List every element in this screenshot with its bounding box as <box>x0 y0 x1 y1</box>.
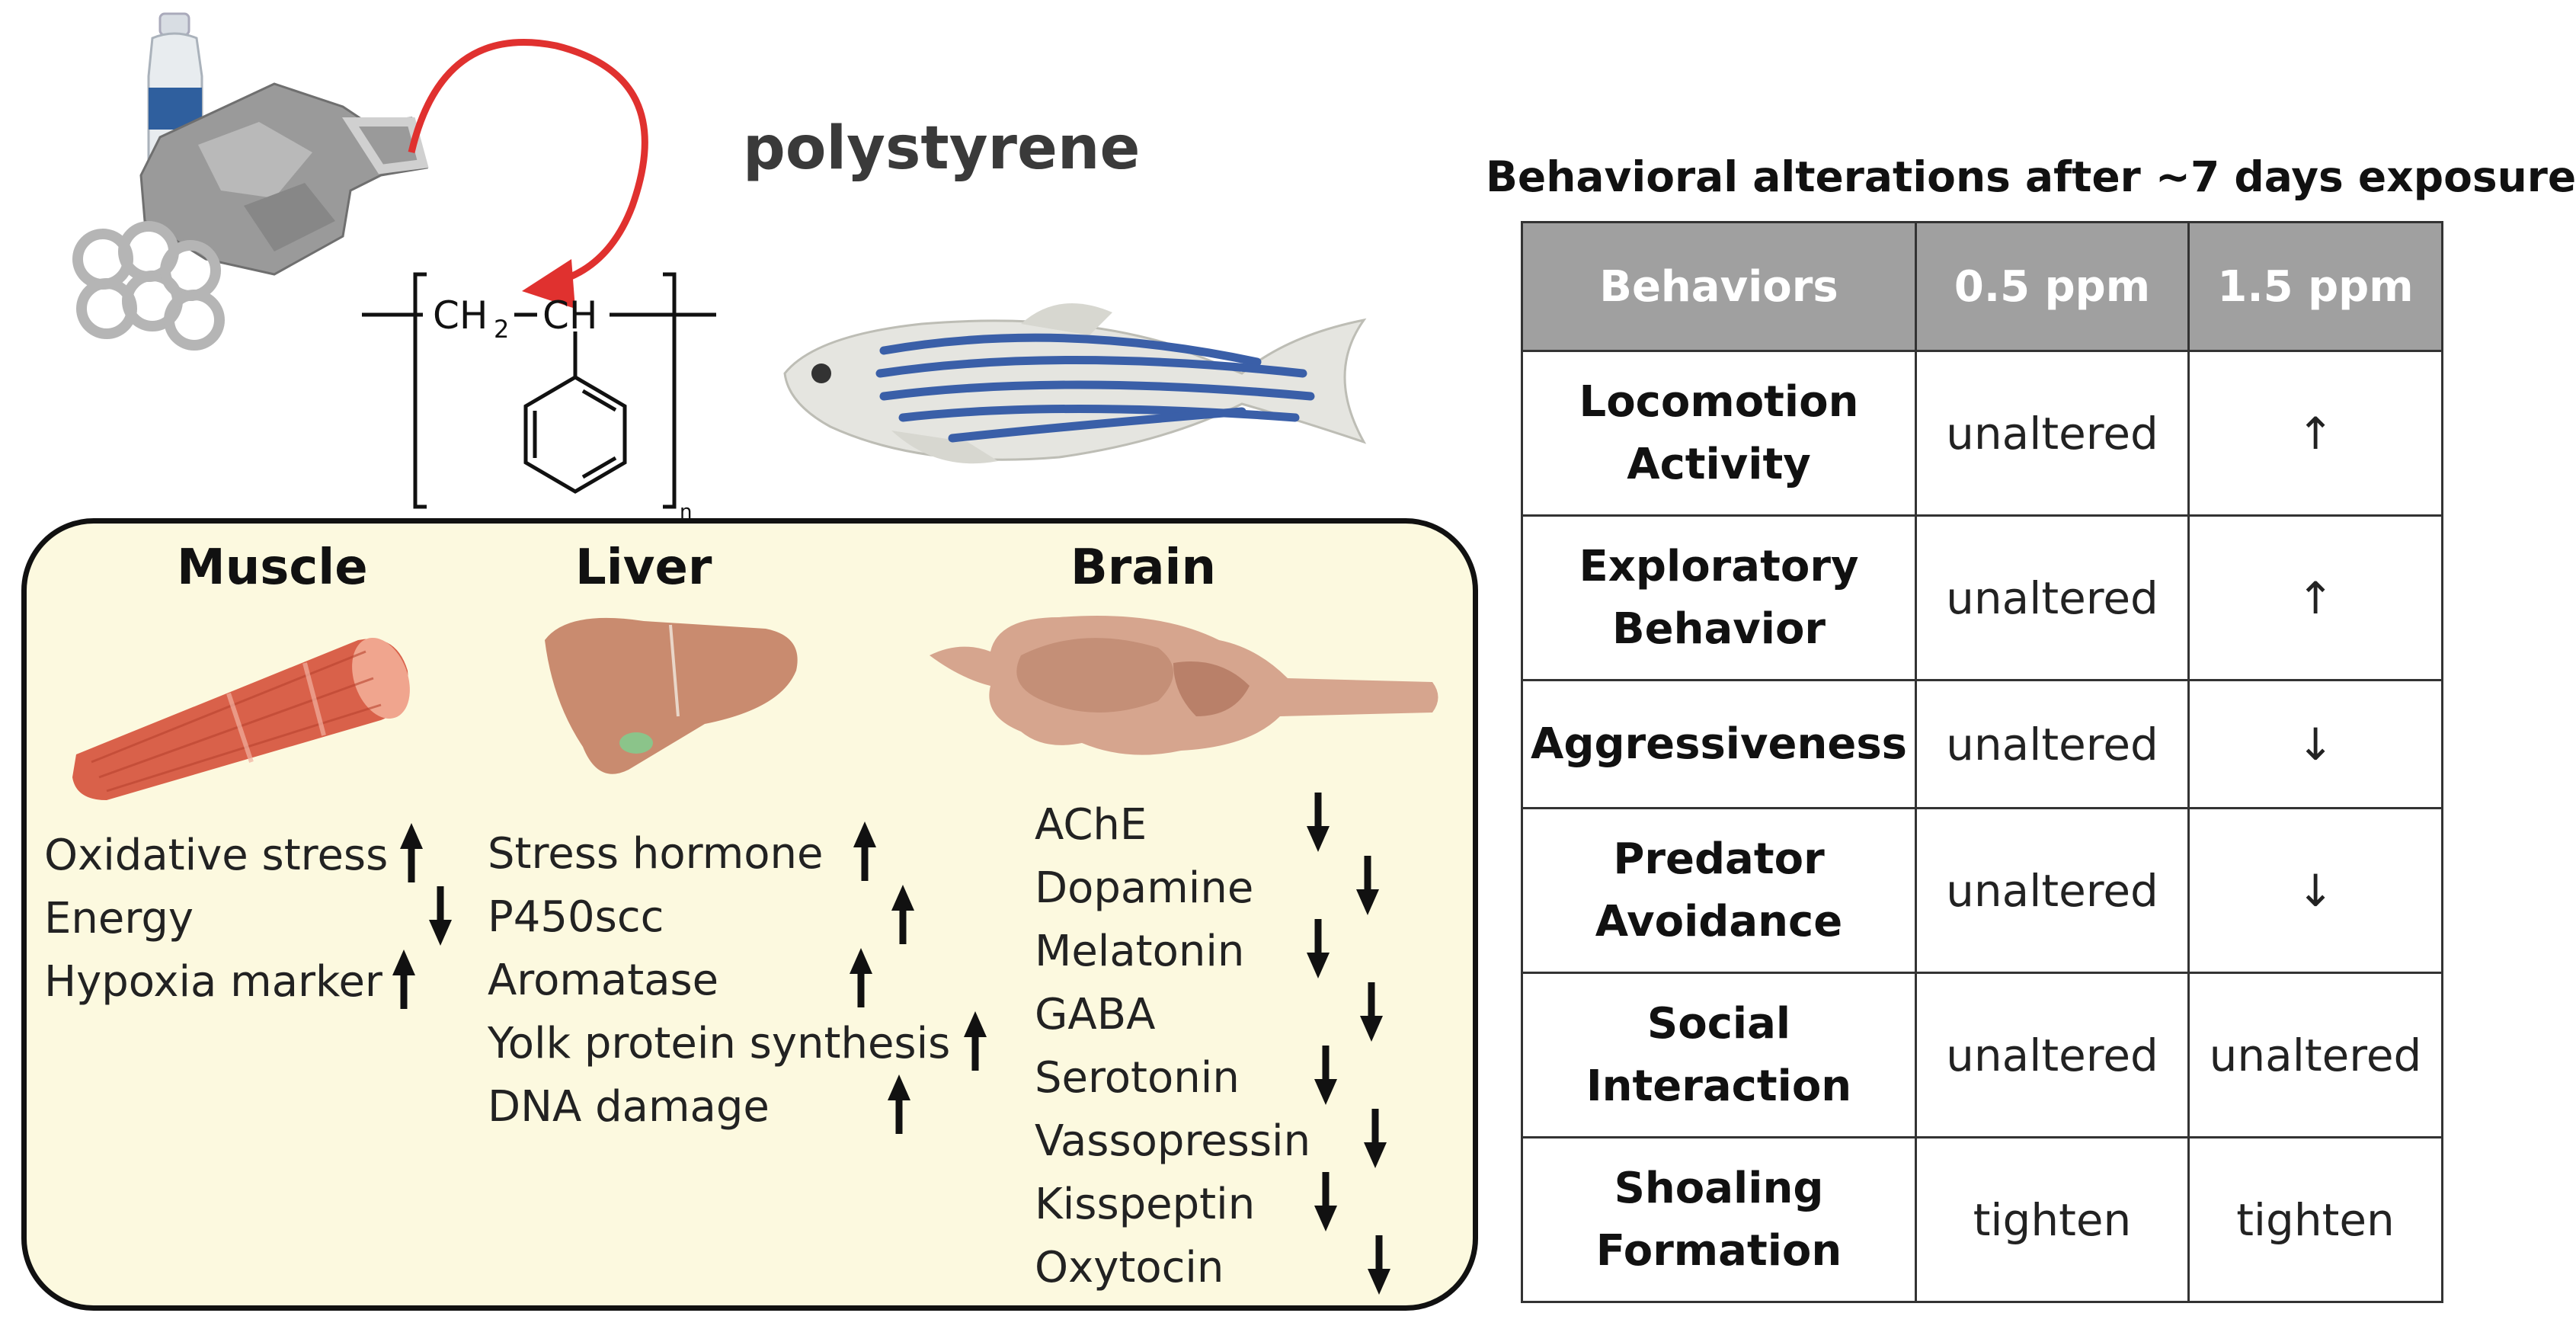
value-1-5-ppm: tighten <box>2187 1136 2443 1303</box>
value-0-5-ppm: unaltered <box>1915 679 2190 809</box>
marker-serotonin: Serotonin <box>1035 1053 1240 1103</box>
value-0-5-ppm: unaltered <box>1915 514 2190 681</box>
table-row: Aggressiveness unaltered ↓ <box>1521 679 2443 809</box>
six-pack-rings-icon <box>72 221 225 351</box>
marker-hypoxia: Hypoxia marker <box>44 957 382 1007</box>
marker-yolk-protein: Yolk protein synthesis <box>488 1019 951 1068</box>
behavior-line2: Avoidance <box>1595 896 1843 946</box>
header-behaviors: Behaviors <box>1521 221 1917 352</box>
behavior-line1: Locomotion <box>1579 377 1859 428</box>
header-1-5-ppm: 1.5 ppm <box>2187 221 2443 352</box>
zebrafish-illustration <box>783 303 1367 464</box>
arrow-down-icon <box>1360 982 1383 1042</box>
behavior-line1: Exploratory <box>1579 542 1859 592</box>
marker-stress-hormone: Stress hormone <box>488 829 824 879</box>
marker-melatonin: Melatonin <box>1035 927 1245 976</box>
marker-kisspeptin: Kisspeptin <box>1035 1180 1256 1229</box>
marker-oxidative-stress: Oxidative stress <box>44 831 389 880</box>
marker-oxytocin: Oxytocin <box>1035 1243 1224 1292</box>
polystyrene-structure: CH 2 CH n <box>362 272 716 524</box>
value-0-5-ppm: unaltered <box>1915 350 2190 517</box>
behavior-line2: Activity <box>1627 439 1811 489</box>
plastic-waste-illustration <box>72 12 429 351</box>
behavior-line2: Formation <box>1595 1225 1842 1276</box>
arrow-up-icon <box>964 1011 987 1071</box>
arrow-up-icon <box>850 948 872 1007</box>
value-0-5-ppm: tighten <box>1915 1136 2190 1303</box>
arrow-down-icon <box>429 886 452 946</box>
behavior-cell: Aggressiveness <box>1521 679 1917 809</box>
value-1-5-ppm: ↑ <box>2187 350 2443 517</box>
polymer-label: polystyrene <box>743 114 1141 183</box>
arrow-down-icon <box>1356 856 1379 915</box>
ch2-group: CH <box>433 293 488 338</box>
arrow-down-icon <box>1314 1046 1337 1105</box>
behavior-line1: Shoaling <box>1614 1164 1824 1214</box>
value-0-5-ppm: unaltered <box>1915 972 2190 1138</box>
behavior-line1: Social <box>1646 999 1791 1049</box>
value-0-5-ppm: unaltered <box>1915 807 2190 974</box>
arrow-down-icon <box>1364 1109 1387 1168</box>
value-1-5-ppm: ↓ <box>2187 679 2443 809</box>
conversion-arrow-icon <box>408 39 648 309</box>
brain-illustration <box>930 616 1438 755</box>
marker-p450scc: P450scc <box>488 892 664 942</box>
repeat-unit-n: n <box>680 501 692 524</box>
table-title: Behavioral alterations after ~7 days exp… <box>1486 152 2576 201</box>
muscle-title: Muscle <box>177 540 368 596</box>
marker-vassopressin: Vassopressin <box>1035 1116 1311 1166</box>
behavior-line2: Behavior <box>1611 604 1826 654</box>
header-0-5-ppm: 0.5 ppm <box>1915 221 2190 352</box>
arrow-down-icon <box>1314 1172 1337 1231</box>
plastic-bag-icon <box>139 82 429 276</box>
behavior-line1: Predator <box>1613 834 1825 885</box>
arrow-down-icon <box>1368 1235 1390 1295</box>
arrow-down-icon <box>1307 793 1330 852</box>
arrow-up-icon <box>400 823 423 882</box>
marker-aromatase: Aromatase <box>488 956 719 1005</box>
marker-dna-damage: DNA damage <box>488 1082 770 1132</box>
marker-dopamine: Dopamine <box>1035 863 1254 913</box>
brain-title: Brain <box>1070 540 1217 596</box>
arrow-up-icon <box>891 885 914 944</box>
arrow-up-icon <box>392 950 415 1009</box>
direction-arrows <box>392 793 1390 1295</box>
liver-illustration <box>545 617 798 774</box>
arrow-up-icon <box>853 821 876 881</box>
arrow-up-icon <box>888 1074 910 1134</box>
ch2-subscript: 2 <box>494 315 509 344</box>
ch-group: CH <box>542 293 598 338</box>
value-1-5-ppm: ↓ <box>2187 807 2443 974</box>
arrow-down-icon <box>1307 919 1330 978</box>
marker-energy: Energy <box>44 894 194 943</box>
marker-gaba: GABA <box>1035 990 1156 1039</box>
muscle-illustration <box>72 637 410 800</box>
table-header-row: Behaviors 0.5 ppm 1.5 ppm <box>1521 221 2443 352</box>
liver-title: Liver <box>575 540 712 596</box>
value-1-5-ppm: unaltered <box>2187 972 2443 1138</box>
behavior-line2: Interaction <box>1586 1061 1852 1111</box>
marker-ache: AChE <box>1035 800 1147 850</box>
value-1-5-ppm: ↑ <box>2187 514 2443 681</box>
